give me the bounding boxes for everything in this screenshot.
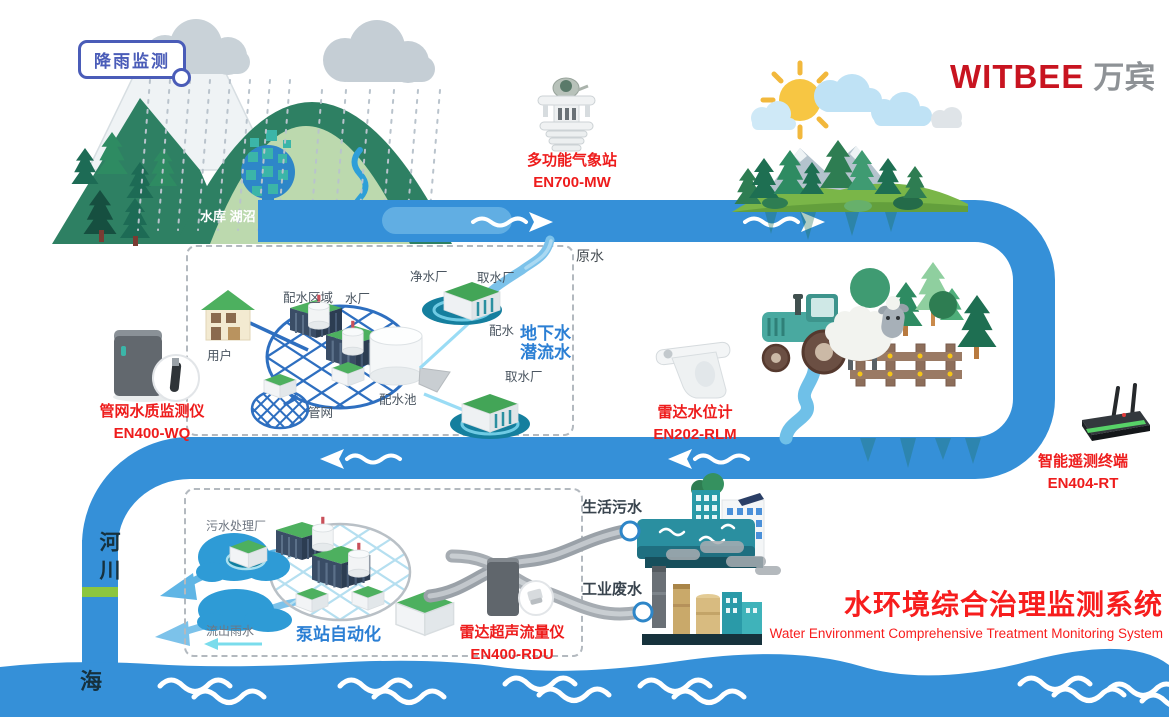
raw-water-label: 原水 (576, 248, 604, 264)
river-label: 河川 (97, 531, 120, 587)
device-name: 智能遥测终端 (1037, 453, 1128, 470)
mountain-trees (71, 132, 178, 246)
river-left-bend (82, 437, 190, 545)
rain-clouds (145, 19, 435, 83)
city-sewage-art (637, 473, 765, 568)
industrial-wastewater-label: 工业废水 (582, 581, 643, 598)
device-name: 雷达超声流量仪 (459, 624, 565, 641)
farm-reflections (860, 438, 981, 468)
farm-scene (761, 262, 997, 468)
sea-label: 海 (80, 669, 103, 694)
groundwater-label: 地下水 (520, 324, 571, 343)
subflow-label: 潜流水 (520, 343, 571, 362)
distribution-pool-tank (369, 326, 451, 393)
sun-hill-scene (732, 60, 968, 240)
badge-pointer-dot (172, 68, 191, 87)
sheep-icon (825, 296, 909, 370)
radar-level-gauge-icon (655, 341, 731, 399)
user-house-icon (201, 290, 255, 341)
caption-flow-meter: 雷达超声流量仪 EN400-RDU (427, 622, 597, 666)
distribution-network-art (201, 235, 555, 441)
rain-monitoring-badge: 降雨监测 (78, 40, 191, 87)
sea-band (0, 648, 1169, 717)
river-middle-band (186, 437, 975, 479)
cloud-icon (814, 74, 882, 112)
tree-reflections (765, 212, 897, 240)
user-label: 用户 (207, 349, 233, 363)
domestic-sewage-label: 生活污水 (582, 499, 643, 516)
pump-station-art (196, 516, 455, 650)
device-model: EN700-MW (533, 173, 611, 191)
outfall-point (619, 520, 641, 542)
outfall-point (632, 601, 654, 623)
device-model: EN400-RDU (470, 645, 554, 663)
telemetry-terminal-icon (1082, 383, 1150, 441)
caption-telemetry-terminal: 智能遥测终端 EN404-RT (998, 451, 1168, 495)
title-block: 水环境综合治理监测系统 Water Environment Comprehens… (680, 583, 1163, 641)
caption-weather-station: 多功能气象站 EN700-MW (487, 150, 657, 194)
pump-station-label: 泵站自动化 (296, 625, 381, 644)
intake-plant-top-label: 取水厂 (477, 271, 515, 285)
rain-monitoring-label: 降雨监测 (94, 52, 170, 71)
weather-station-icon (537, 77, 596, 152)
treatment-pond (196, 533, 290, 582)
distribution-network-box (186, 245, 574, 436)
intake-plant-bottom-label: 取水厂 (505, 370, 543, 384)
pump-station-box (184, 488, 583, 657)
factory-art (642, 541, 781, 645)
brand-logo: WITBEE 万宾 (950, 52, 1155, 97)
pipe-network-label: 管网 (308, 406, 334, 420)
cloud-icon (871, 92, 932, 126)
river-vertical-band (82, 540, 118, 675)
brand-logo-text: WITBEE (950, 58, 1085, 95)
water-quality-monitor-icon (113, 330, 200, 402)
device-name: 雷达水位计 (657, 404, 733, 421)
fence-icon (850, 343, 962, 387)
distribution-label: 配水 (489, 324, 515, 338)
cloud-icon (931, 107, 962, 128)
tributary-pill (382, 207, 512, 234)
device-name: 多功能气象站 (526, 152, 617, 169)
device-name: 管网水质监测仪 (99, 403, 205, 420)
storm-outflow-label: 流出雨水 (206, 624, 255, 638)
device-model: EN404-RT (1047, 474, 1119, 492)
page-subtitle: Water Environment Comprehensive Treatmen… (769, 626, 1163, 641)
brand-logo-suffix: 万宾 (1093, 60, 1156, 95)
distribution-pool-label: 配水池 (379, 393, 417, 407)
device-model: EN400-WQ (113, 424, 191, 442)
flow-meter-icon (487, 558, 554, 616)
distribution-area-label: 配水区域 (283, 291, 334, 305)
outflow-arrow-small (204, 638, 218, 650)
device-model: EN202-RLM (653, 425, 737, 443)
river-grass-stripe (82, 587, 118, 597)
page-title: 水环境综合治理监测系统 (843, 589, 1163, 620)
storm-pond (197, 589, 292, 632)
smoke-icon (666, 541, 781, 575)
caption-radar-level-gauge: 雷达水位计 EN202-RLM (610, 402, 780, 446)
purification-plant-label: 净水厂 (410, 270, 448, 284)
reservoir-label: 水库 湖沼 (200, 209, 256, 224)
treatment-plant-label: 污水处理厂 (206, 519, 267, 533)
caption-water-quality-monitor: 管网水质监测仪 EN400-WQ (67, 401, 237, 445)
river-right-bend (975, 200, 1055, 479)
water-plant-label: 水厂 (345, 292, 371, 306)
cloud-icon (751, 101, 796, 130)
